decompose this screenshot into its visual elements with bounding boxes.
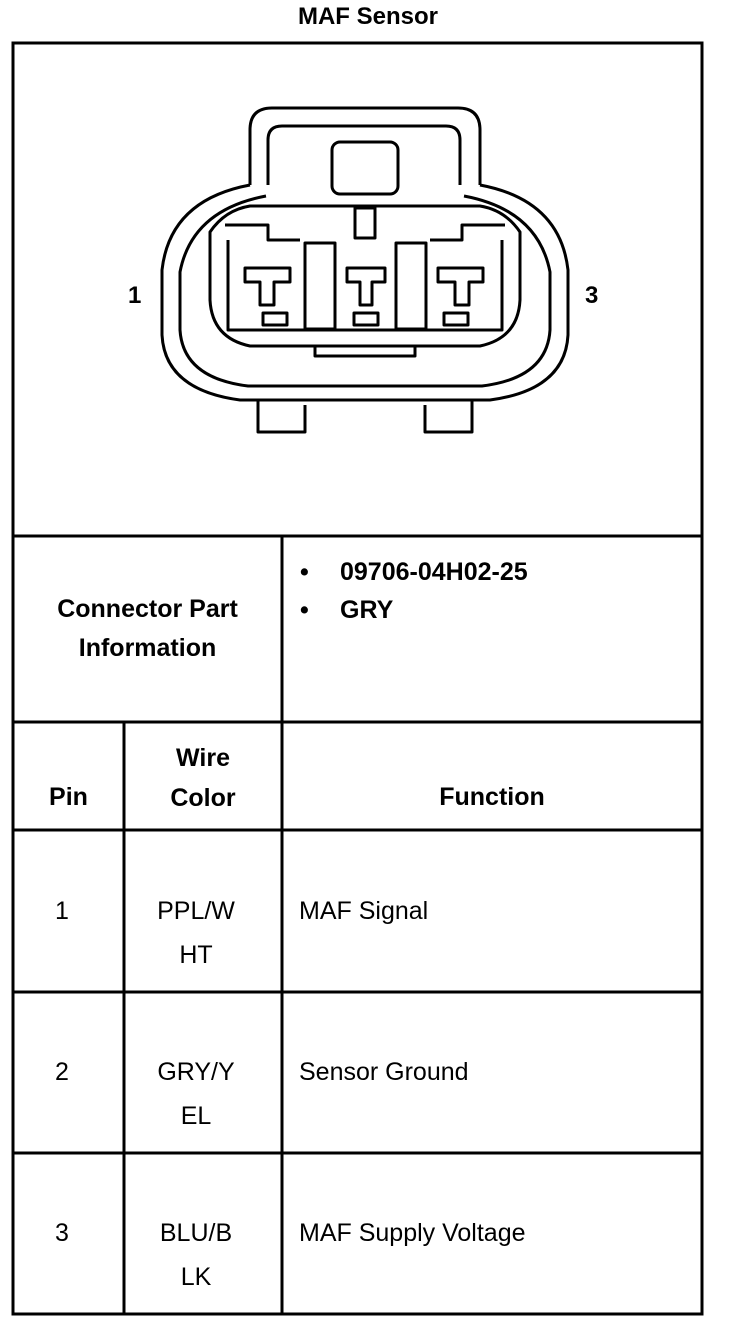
bullet-icon: • [300,558,309,586]
part-number: 09706-04H02-25 [340,558,528,586]
row-1-wire-line1: PPL/W [157,897,235,925]
row-1-pin: 1 [55,897,69,925]
connector-diagram [160,106,570,434]
pin-1-label: 1 [128,282,142,309]
row-3-wire-line2: LK [180,1263,212,1291]
row-2-pin: 2 [55,1058,69,1086]
row-3-pin: 3 [55,1219,69,1247]
header-wire-color-line1: Wire [176,744,230,772]
header-function: Function [439,783,545,811]
part-info-label-line2: Information [78,634,217,662]
row-1-function: MAF Signal [299,897,429,925]
part-info-label-line1: Connector Part [57,595,238,623]
row-3-function: MAF Supply Voltage [299,1219,526,1247]
row-1-wire-line2: HT [179,941,213,969]
row-3-wire-line1: BLU/B [159,1219,233,1247]
row-2-wire-line2: EL [180,1102,212,1130]
page-title: MAF Sensor [297,3,438,30]
connector-color: GRY [340,596,394,624]
header-wire-color: Wire Color [124,738,282,818]
bullet-icon: • [300,596,309,624]
header-pin: Pin [49,783,88,811]
part-info-label: Connector Part Information [13,590,282,668]
row-2-wire-color: GRY/Y EL [124,1050,268,1138]
pin-3-label: 3 [585,282,599,309]
row-2-function: Sensor Ground [299,1058,469,1086]
row-3-wire-color: BLU/B LK [124,1211,268,1299]
row-1-wire-color: PPL/W HT [124,889,268,977]
row-2-wire-line1: GRY/Y [157,1058,235,1086]
header-wire-color-line2: Color [170,784,236,812]
